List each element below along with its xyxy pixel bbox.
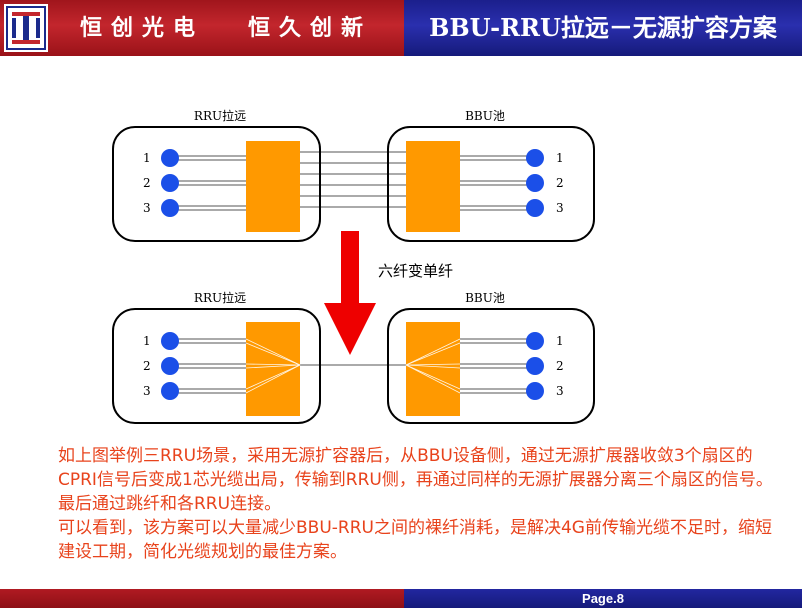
top-right-module [406,141,460,232]
slide-title: BBU-RRU拉远－无源扩容方案 [429,13,777,42]
bottom-left-port-label-2: 2 [143,359,151,373]
top-right-port-1 [526,149,544,167]
bottom-bbu-box [387,308,595,424]
paragraph-2: 可以看到，该方案可以大量减少BBU-RRU之间的裸纤消耗，是解决4G前传输光缆不… [58,518,772,562]
page-number: Page.8 [582,591,624,606]
footer-bar: Page.8 [0,589,802,608]
top-left-label: RRU拉远 [194,108,246,123]
top-right-port-label-2: 2 [556,176,564,190]
top-left-module [246,141,300,232]
slogan-secondary: 恒久创新 [248,15,373,41]
top-rru-box [112,126,321,242]
bottom-right-port-label-1: 1 [556,334,564,348]
bottom-left-port-2 [161,357,179,375]
fiber-diagram: RRU拉远 BBU池 1 2 3 1 2 3 [112,108,595,424]
arrow-label: 六纤变单纤 [378,262,453,280]
paragraph-1: 如上图举例三RRU场景，采用无源扩容器后，从BBU设备侧，通过无源扩展器收敛3个… [58,446,773,514]
body-text: 如上图举例三RRU场景，采用无源扩容器后，从BBU设备侧，通过无源扩展器收敛3个… [58,444,788,564]
top-left-port-label-3: 3 [143,201,151,215]
top-left-port-label-2: 2 [143,176,151,190]
bottom-left-port-1 [161,332,179,350]
top-left-port-3 [161,199,179,217]
top-right-port-label-3: 3 [556,201,564,215]
top-right-port-3 [526,199,544,217]
bottom-right-port-label-3: 3 [556,384,564,398]
top-left-port-1 [161,149,179,167]
header-left-band [0,0,404,56]
top-fiber-bundle [300,151,406,208]
header-bar: 恒创光电 恒久创新 BBU-RRU拉远－无源扩容方案 [0,0,802,56]
top-right-port-2 [526,174,544,192]
bottom-left-label: RRU拉远 [194,290,246,305]
down-arrow-icon [324,231,376,355]
top-left-port-label-1: 1 [143,151,151,165]
bottom-right-port-3 [526,382,544,400]
top-bbu-box [387,126,595,242]
bottom-left-port-3 [161,382,179,400]
top-right-port-label-1: 1 [556,151,564,165]
footer-right-band [404,589,802,608]
bottom-rru-box [112,308,321,424]
slogan-primary: 恒创光电 [80,15,205,41]
top-left-port-2 [161,174,179,192]
bottom-left-port-label-3: 3 [143,384,151,398]
bottom-right-port-1 [526,332,544,350]
footer-left-band [0,589,404,608]
bottom-right-label: BBU池 [465,291,505,305]
bottom-left-port-label-1: 1 [143,334,151,348]
bottom-right-port-2 [526,357,544,375]
bottom-right-port-label-2: 2 [556,359,564,373]
company-logo-icon [4,4,48,52]
top-right-label: BBU池 [465,109,505,123]
header-right-band [404,0,802,56]
